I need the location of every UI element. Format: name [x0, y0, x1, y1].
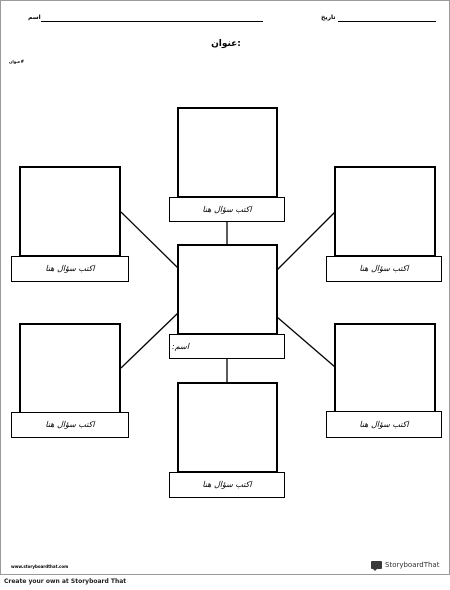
worksheet-note: #عنوان: [9, 59, 25, 64]
name-label: اسم: [28, 14, 41, 21]
worksheet-title: :عنوان: [211, 39, 241, 49]
lower-left-question-label[interactable]: اكتب سؤال هنا: [11, 412, 129, 438]
storyboardthat-logo[interactable]: StoryboardThat: [371, 560, 440, 571]
upper-right-drawing-box[interactable]: [334, 166, 436, 257]
date-line: [338, 21, 436, 22]
bottom-drawing-box[interactable]: [177, 382, 278, 473]
brand-name: StoryboardThat: [385, 561, 440, 569]
storyboard-icon: [371, 561, 382, 571]
center-name-label[interactable]: اسم:: [169, 334, 285, 359]
bottom-question-label[interactable]: اكتب سؤال هنا: [169, 472, 285, 498]
connector-lower-left: [120, 312, 179, 369]
upper-left-drawing-box[interactable]: [19, 166, 121, 257]
connector-lines: [120, 211, 336, 383]
create-your-own-link[interactable]: Create your own at Storyboard That: [4, 578, 127, 585]
lower-right-drawing-box[interactable]: [334, 323, 436, 414]
worksheet-page: اسم تاريخ :عنوان #عنوان اكتب سؤال هنا اك…: [0, 0, 450, 575]
connector-lower-right: [276, 316, 336, 368]
upper-right-question-label[interactable]: اكتب سؤال هنا: [326, 256, 442, 282]
date-label: تاريخ: [321, 14, 336, 21]
upper-left-question-label[interactable]: اكتب سؤال هنا: [11, 256, 129, 282]
center-drawing-box[interactable]: [177, 244, 278, 335]
footer-url[interactable]: www.storyboardthat.com: [11, 564, 69, 569]
name-line: [41, 21, 263, 22]
top-drawing-box[interactable]: [177, 107, 278, 198]
top-question-label[interactable]: اكتب سؤال هنا: [169, 197, 285, 222]
lower-left-drawing-box[interactable]: [19, 323, 121, 414]
lower-right-question-label[interactable]: اكتب سؤال هنا: [326, 411, 442, 438]
connector-upper-right: [276, 211, 336, 271]
connector-upper-left: [120, 211, 179, 269]
